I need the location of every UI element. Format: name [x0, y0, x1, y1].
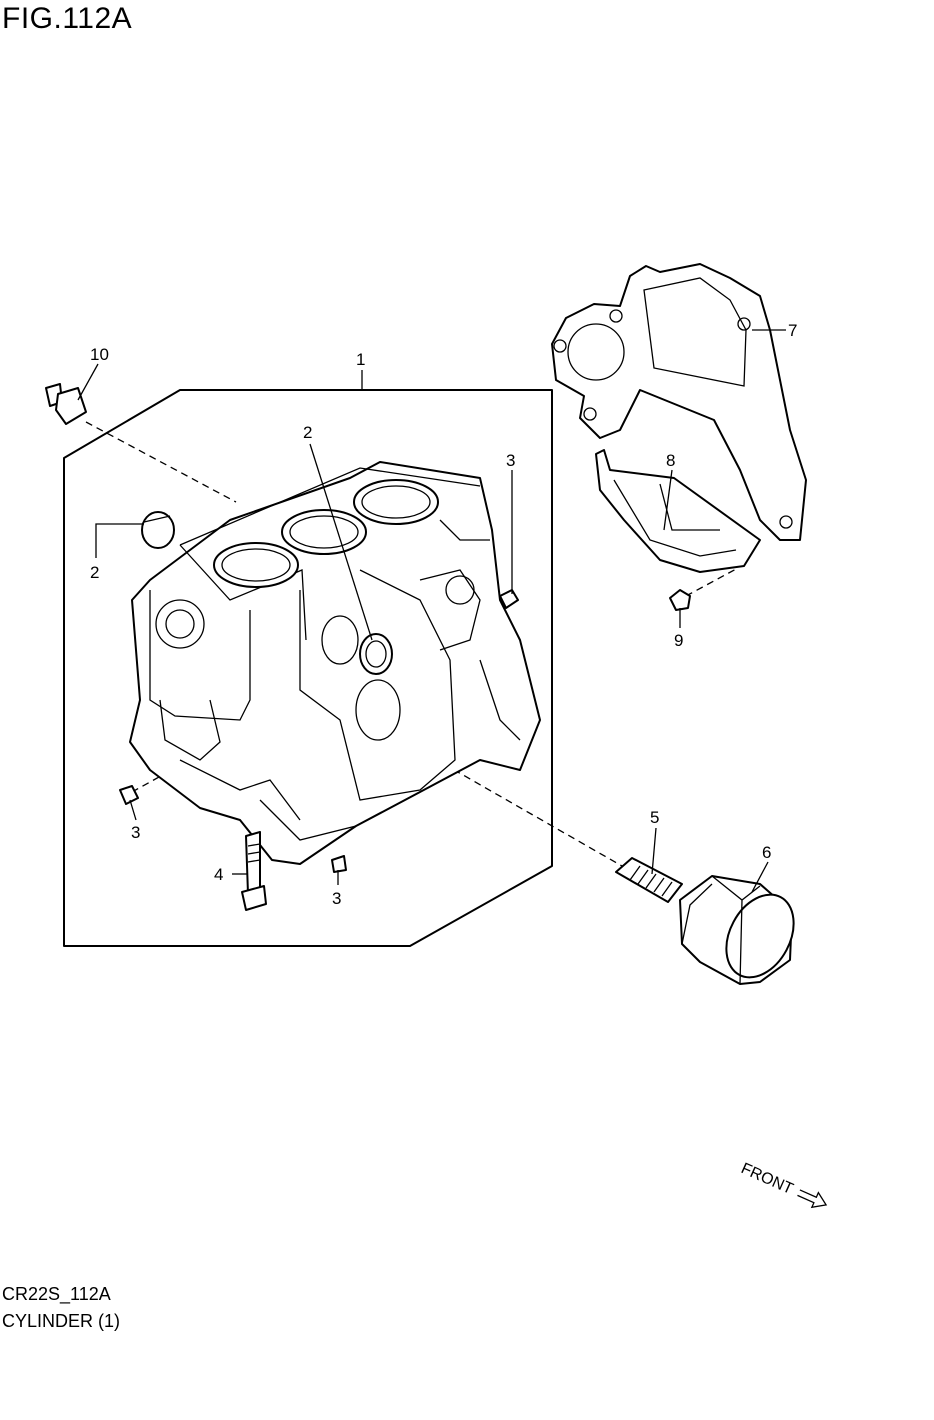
plug-2-left: [141, 511, 175, 549]
callout-2-upper: 2: [303, 423, 312, 442]
plug-3-left: [119, 785, 139, 805]
leader-10: [85, 421, 237, 503]
cover-8: [595, 449, 761, 573]
callout-7: 7: [788, 321, 797, 340]
callout-1: 1: [356, 350, 365, 369]
callout-3-right: 3: [506, 451, 515, 470]
front-arrow-icon: [797, 1189, 828, 1209]
front-label: FRONT: [738, 1160, 795, 1198]
callout-line-6: [751, 861, 769, 893]
assembly-frame: [63, 389, 553, 947]
bolt-9: [669, 589, 691, 611]
callout-line-2-upper: [309, 443, 373, 641]
callout-3-bottom: 3: [332, 889, 341, 908]
oil-filter-6: [679, 875, 795, 985]
callout-line-8: [663, 469, 673, 531]
leader-9: [685, 567, 739, 597]
callout-3-left: 3: [131, 823, 140, 842]
diagram-code: CR22S_112A: [2, 1284, 111, 1304]
bolt-4: [241, 831, 267, 911]
callout-4: 4: [214, 865, 223, 884]
callout-2-left: 2: [90, 563, 99, 582]
callout-line-10: [77, 363, 99, 401]
plug-3-right: [499, 589, 519, 609]
diagram-caption: CYLINDER (1): [2, 1311, 121, 1331]
callout-8: 8: [666, 451, 675, 470]
union-bolt-5: [615, 857, 683, 903]
callout-line-5: [651, 827, 657, 875]
figure-title: FIG.112A: [2, 2, 133, 35]
callout-5: 5: [650, 808, 659, 827]
cylinder-block: [129, 461, 541, 865]
callout-9: 9: [674, 631, 683, 650]
callout-6: 6: [762, 843, 771, 862]
oil-pressure-switch-10: [45, 383, 87, 425]
plate-7: [551, 263, 807, 541]
callout-10: 10: [90, 345, 109, 364]
plug-3-bottom: [331, 855, 347, 873]
front-indicator: FRONT: [738, 1160, 828, 1209]
callout-line-3-left: [129, 799, 137, 821]
callout-line-2-left: [95, 523, 144, 558]
